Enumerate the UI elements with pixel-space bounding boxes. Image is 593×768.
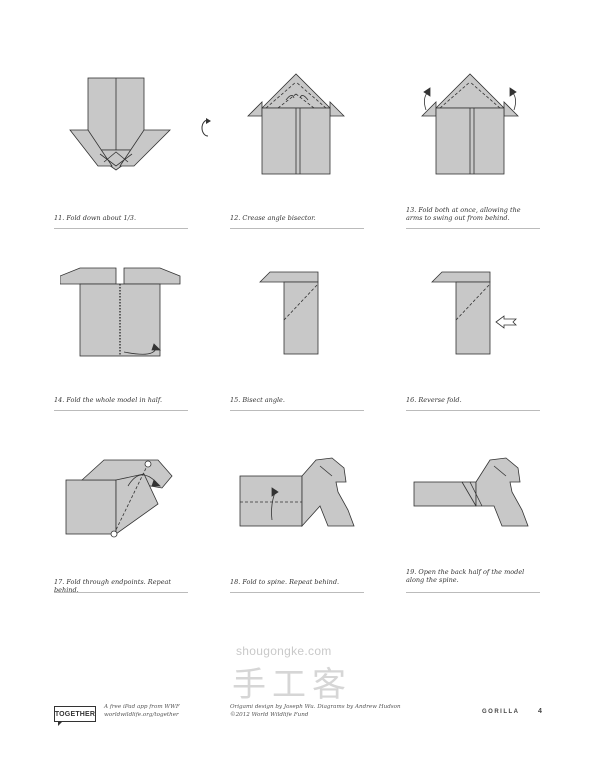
step-17-caption: 17. Fold through endpoints. Repeat behin… (54, 578, 172, 594)
head-arms (301, 457, 355, 528)
step-19-rule (406, 592, 540, 593)
step-16-rule (406, 410, 540, 411)
step-14-caption: 14. Fold the whole model in half. (54, 396, 163, 404)
roof (261, 73, 331, 109)
left-eave (421, 101, 437, 117)
credit-line-1: Origami design by Joseph Wu. Diagrams by… (230, 704, 401, 710)
step-18-diagram (239, 457, 355, 528)
step-19-caption: 19. Open the back half of the model alon… (406, 568, 525, 584)
turn-over-icon (201, 118, 211, 137)
left-eave (247, 101, 263, 117)
step-11-caption: 11. Fold down about 1/3. (54, 214, 137, 222)
step-13-diagram (421, 73, 519, 175)
right-arm (123, 267, 181, 285)
step-14-rule (54, 410, 188, 411)
back-body (239, 475, 303, 527)
watermark-domain: shougongke.com (236, 644, 332, 658)
step-17-diagram (65, 459, 173, 538)
step-16-diagram (431, 271, 517, 355)
step-11-diagram (69, 77, 171, 171)
arm (431, 271, 491, 283)
left-arm (60, 267, 117, 285)
back-body (413, 481, 477, 507)
app-line-1: A free iPad app from WWF (104, 704, 180, 710)
right-eave (329, 101, 345, 117)
credit-line-2: ©2012 World Wildlife Fund (230, 712, 309, 718)
chest (115, 473, 159, 535)
step-12-caption: 12. Crease angle bisector. (230, 214, 316, 222)
step-18-rule (230, 592, 364, 593)
page-label: GORILLA (482, 709, 520, 715)
right-eave (503, 101, 519, 117)
step-13-rule (406, 228, 540, 229)
step-15-caption: 15. Bisect angle. (230, 396, 285, 404)
step-11-rule (54, 228, 188, 229)
app-line-2: worldwildlife.org/together (104, 712, 179, 718)
watermark-chinese: 手工客 (232, 665, 352, 705)
left-wing (69, 129, 113, 167)
roof (435, 73, 505, 109)
step-14-diagram (60, 267, 181, 357)
step-19-diagram (413, 457, 529, 527)
logo-tail (58, 722, 62, 726)
square-flap (65, 479, 117, 535)
arm (259, 271, 319, 283)
step-18-caption: 18. Fold to spine. Repeat behind. (230, 578, 340, 586)
paper-body (455, 281, 491, 355)
reverse-fold-arrow (495, 315, 517, 329)
paper-body (283, 281, 319, 355)
step-13-caption: 13. Fold both at once, allowing the arms… (406, 206, 521, 222)
head-arms (475, 457, 529, 527)
step-15-rule (230, 410, 364, 411)
step-12-rule (230, 228, 364, 229)
step-17-rule (54, 592, 188, 593)
together-logo: TOGETHER (54, 706, 96, 722)
right-wing (119, 129, 171, 167)
step-12-diagram (247, 73, 345, 175)
step-16-caption: 16. Reverse fold. (406, 396, 462, 404)
page-number: 4 (538, 708, 542, 715)
step-15-diagram (259, 271, 319, 355)
